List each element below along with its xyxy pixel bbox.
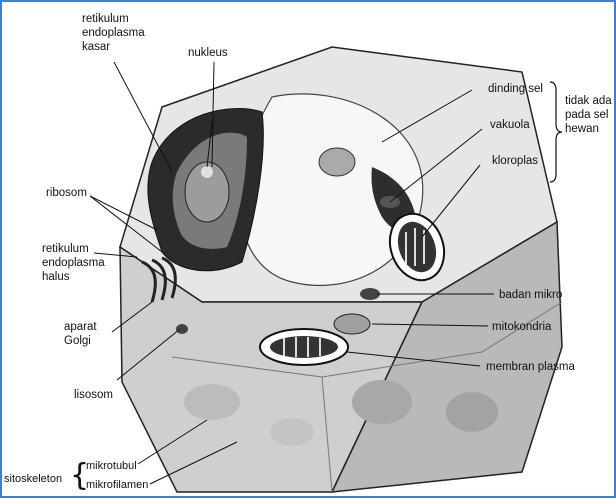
label-line: retikulum bbox=[82, 12, 145, 26]
label-line: pada sel bbox=[565, 108, 612, 122]
label-retikulum-endoplasma-kasar: retikulum endoplasma kasar bbox=[82, 12, 145, 54]
label-line: tidak ada bbox=[565, 94, 612, 108]
label-line: hewan bbox=[565, 122, 612, 136]
label-line: aparat bbox=[64, 320, 97, 334]
label-lisosom: lisosom bbox=[74, 388, 113, 402]
label-nukleus: nukleus bbox=[188, 46, 228, 60]
label-tidak-ada-pada-sel-hewan: tidak ada pada sel hewan bbox=[565, 94, 612, 136]
label-vakuola: vakuola bbox=[490, 118, 530, 132]
label-mikrofilamen: mikrofilamen bbox=[86, 478, 148, 492]
label-line: retikulum bbox=[42, 242, 105, 256]
label-retikulum-endoplasma-halus: retikulum endoplasma halus bbox=[42, 242, 105, 284]
label-dinding-sel: dinding sel bbox=[488, 82, 543, 96]
label-line: halus bbox=[42, 270, 105, 284]
label-badan-mikro: badan mikro bbox=[499, 288, 562, 302]
label-line: kasar bbox=[82, 40, 145, 54]
label-line: endoplasma bbox=[82, 26, 145, 40]
label-mikrotubul: mikrotubul bbox=[86, 459, 137, 473]
label-kloroplas: kloroplas bbox=[492, 154, 538, 168]
label-line: endoplasma bbox=[42, 256, 105, 270]
label-ribosom: ribosom bbox=[46, 186, 87, 200]
label-mitokondria: mitokondria bbox=[492, 320, 551, 334]
label-aparat-golgi: aparat Golgi bbox=[64, 320, 97, 348]
label-membran-plasma: membran plasma bbox=[486, 360, 575, 374]
label-line: Golgi bbox=[64, 334, 97, 348]
label-sitoskeleton: sitoskeleton bbox=[4, 472, 62, 486]
